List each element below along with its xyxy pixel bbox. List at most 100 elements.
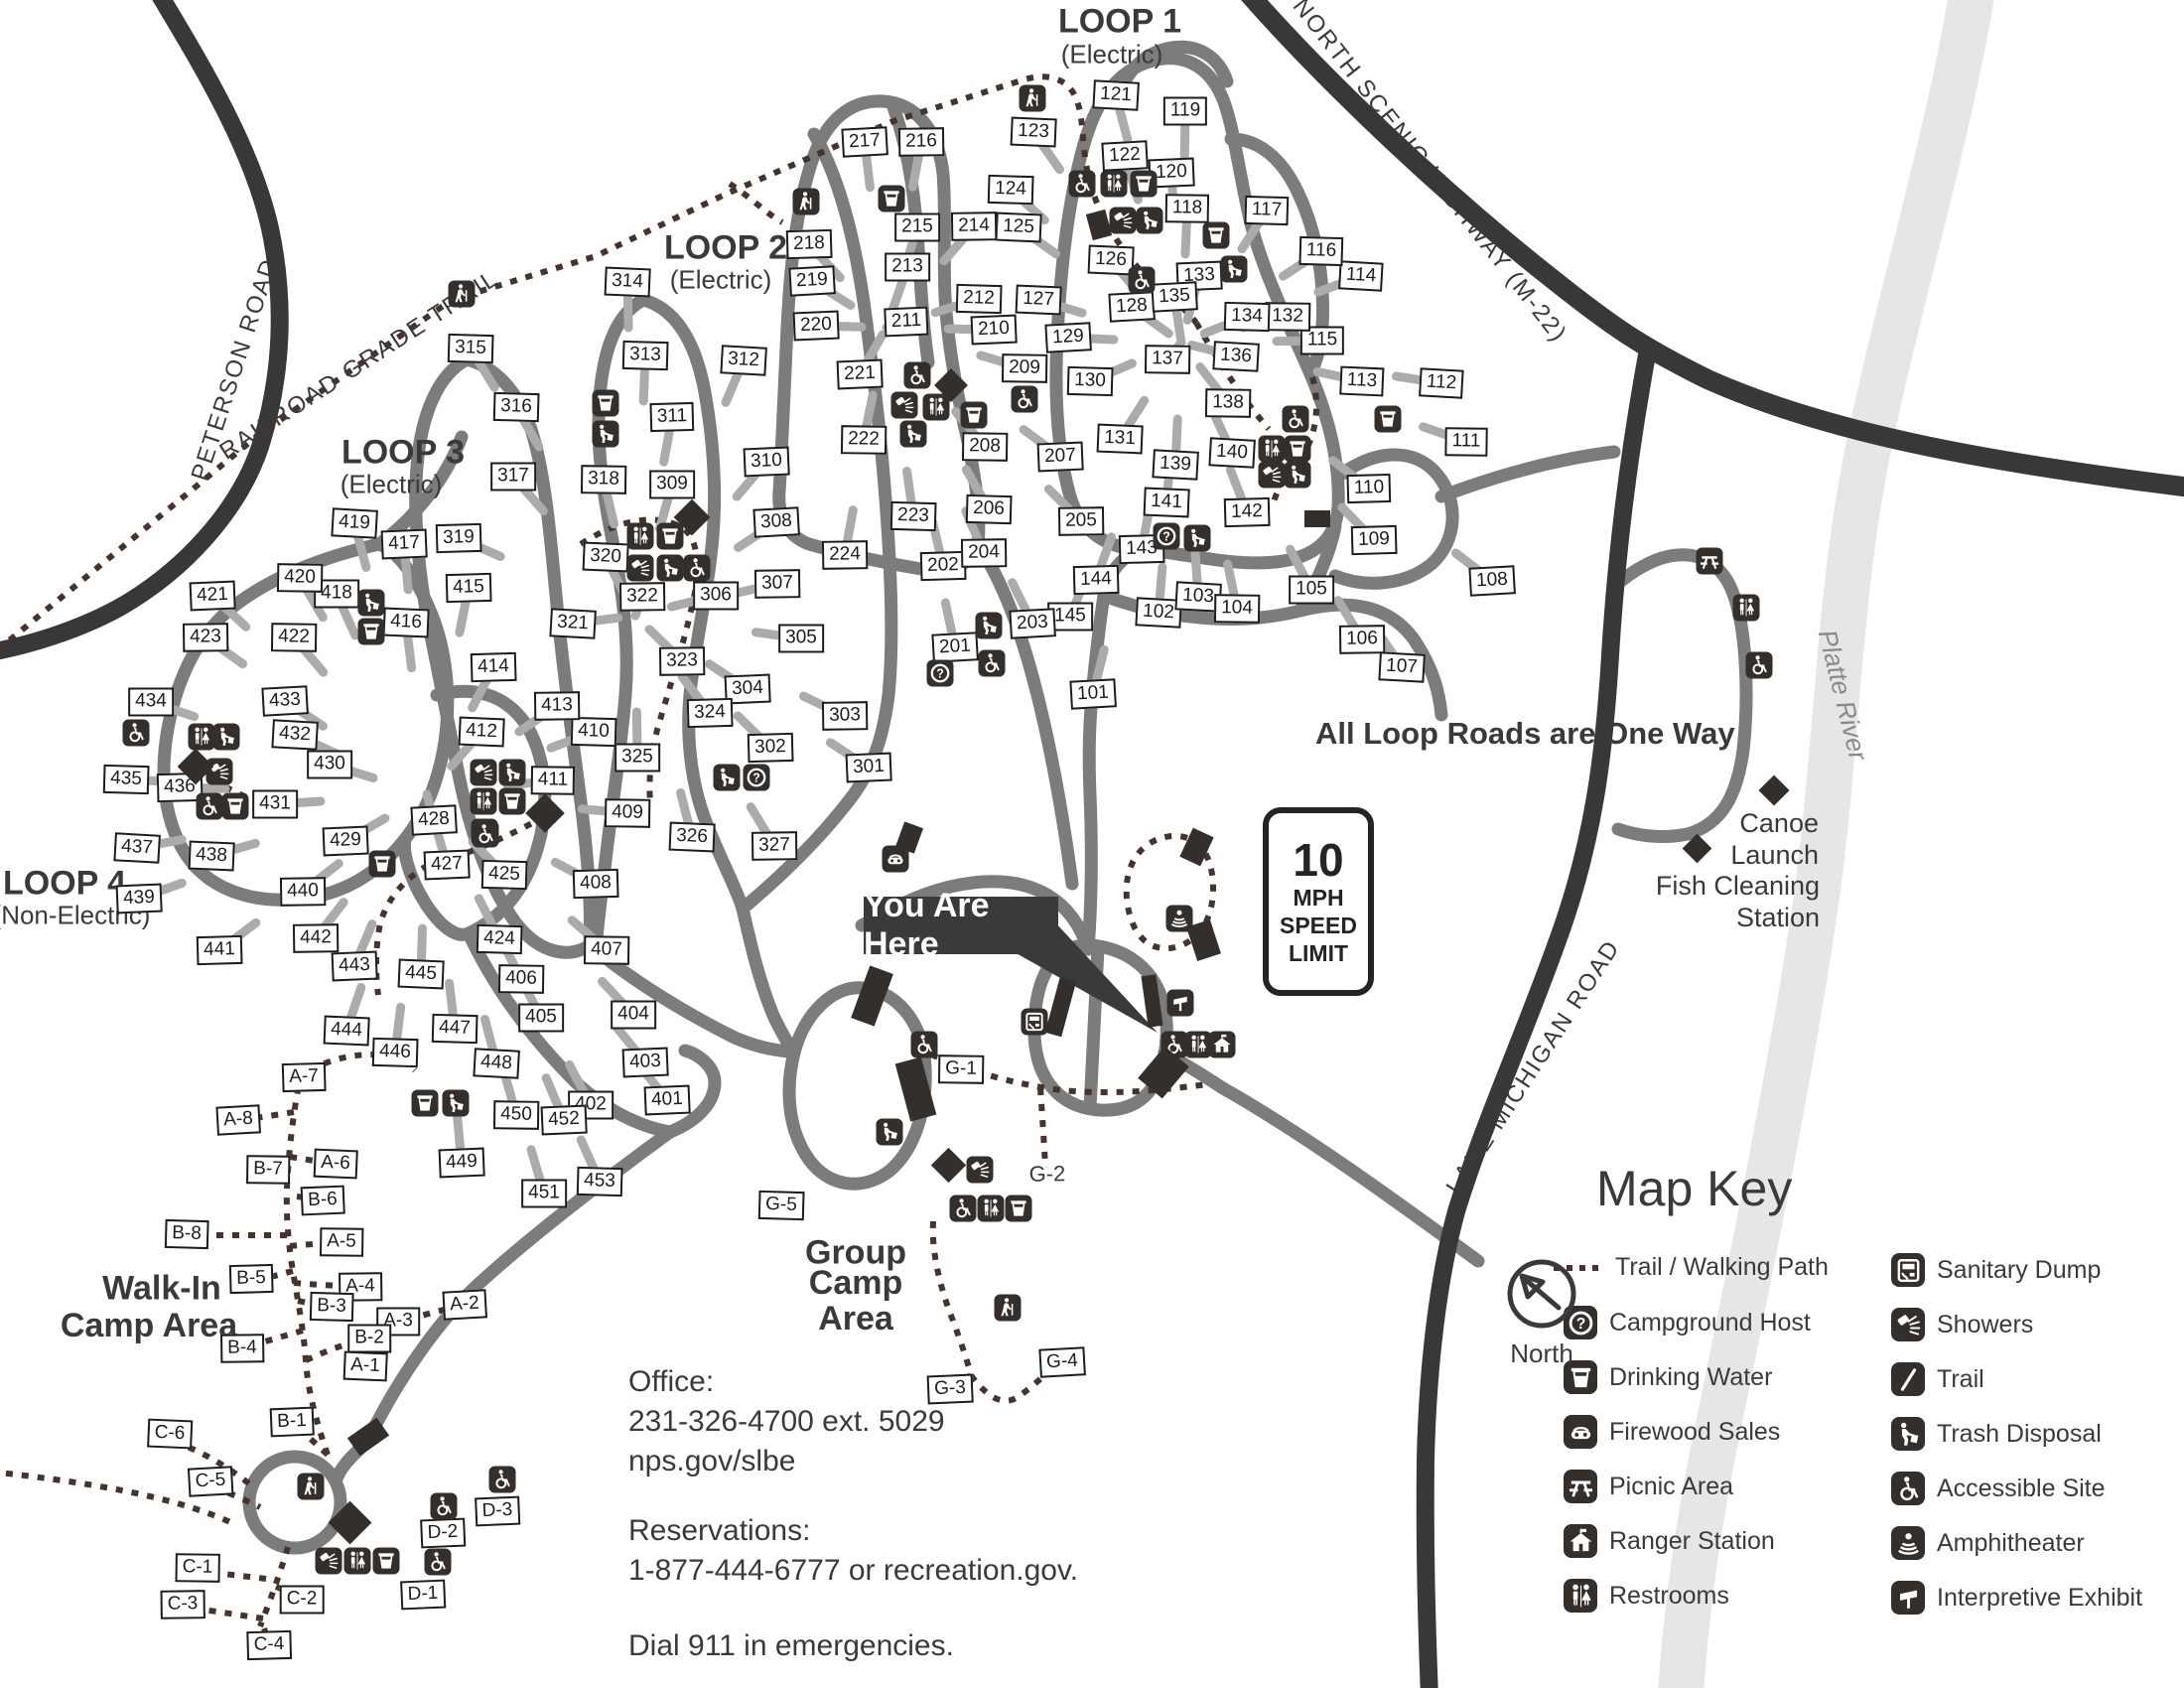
site-452: 452 bbox=[540, 1104, 588, 1136]
site-129: 129 bbox=[1044, 322, 1092, 353]
site-D-2: D-2 bbox=[420, 1517, 466, 1549]
site-124: 124 bbox=[987, 174, 1034, 206]
site-202: 202 bbox=[919, 550, 967, 582]
water-icon bbox=[960, 401, 988, 429]
restrooms-icon bbox=[626, 522, 654, 550]
site-144: 144 bbox=[1072, 564, 1120, 596]
site-206: 206 bbox=[965, 493, 1013, 525]
legend-trail: Trail bbox=[1891, 1362, 1984, 1396]
legend-restrooms: Restrooms bbox=[1564, 1579, 1729, 1613]
legend-label: Trail bbox=[1937, 1364, 1984, 1393]
site-223: 223 bbox=[889, 500, 937, 532]
trash-icon bbox=[899, 420, 927, 448]
site-A-1: A-1 bbox=[342, 1350, 388, 1382]
peterson-road bbox=[0, 0, 289, 660]
site-201: 201 bbox=[931, 632, 979, 663]
legend-firewood: Firewood Sales bbox=[1564, 1415, 1780, 1449]
site-408: 408 bbox=[572, 868, 619, 900]
site-311: 311 bbox=[649, 401, 695, 433]
legend-label: Accessible Site bbox=[1937, 1474, 2106, 1502]
restrooms-icon bbox=[470, 787, 497, 815]
site-142: 142 bbox=[1223, 496, 1271, 528]
accessible-icon bbox=[1068, 170, 1096, 198]
trash-icon bbox=[1220, 255, 1248, 283]
site-B-7: B-7 bbox=[246, 1155, 290, 1185]
north-indicator: North bbox=[1504, 1256, 1579, 1369]
site-429: 429 bbox=[322, 825, 369, 857]
hiker-icon bbox=[448, 280, 476, 308]
site-326: 326 bbox=[668, 821, 716, 853]
trash-icon bbox=[592, 420, 619, 448]
water-icon bbox=[357, 618, 385, 645]
accessible-icon bbox=[949, 1195, 977, 1222]
site-438: 438 bbox=[188, 840, 235, 872]
site-434: 434 bbox=[128, 687, 174, 717]
water-icon bbox=[372, 1547, 400, 1575]
trash-icon bbox=[1183, 524, 1211, 552]
legend-label: Picnic Area bbox=[1609, 1472, 1734, 1500]
site-404: 404 bbox=[611, 1000, 656, 1030]
site-425: 425 bbox=[480, 859, 528, 891]
site-A-5: A-5 bbox=[320, 1227, 363, 1257]
site-440: 440 bbox=[279, 877, 327, 907]
trash-icon bbox=[1136, 207, 1163, 234]
accessible-icon bbox=[1128, 266, 1156, 294]
site-324: 324 bbox=[686, 697, 734, 729]
site-401: 401 bbox=[643, 1084, 691, 1116]
site-110: 110 bbox=[1346, 473, 1392, 504]
legend-label: Firewood Sales bbox=[1609, 1417, 1781, 1446]
platte-river bbox=[1658, 0, 1994, 1688]
site-123: 123 bbox=[1010, 116, 1057, 148]
site-430: 430 bbox=[307, 750, 352, 779]
site-135: 135 bbox=[1151, 281, 1198, 313]
hiker-icon bbox=[297, 1473, 325, 1500]
trail-path-swatch bbox=[1554, 1264, 1601, 1271]
water-icon bbox=[1202, 221, 1230, 249]
firewood-icon bbox=[1564, 1415, 1597, 1449]
site-117: 117 bbox=[1244, 195, 1290, 226]
group-subtitle: Camp Area bbox=[808, 1264, 903, 1337]
accessible-icon bbox=[1745, 651, 1773, 679]
speed-value: 10 bbox=[1293, 834, 1344, 886]
legend-trail-walking-path: Trail / Walking Path bbox=[1552, 1253, 1829, 1282]
water-icon bbox=[221, 792, 249, 820]
trash-icon bbox=[442, 1089, 470, 1117]
showers-icon bbox=[966, 1156, 994, 1184]
accessible-icon bbox=[122, 719, 150, 747]
accessible-icon bbox=[978, 649, 1006, 677]
site-109: 109 bbox=[1350, 524, 1398, 556]
site-213: 213 bbox=[885, 252, 930, 282]
site-320: 320 bbox=[582, 541, 629, 573]
site-209: 209 bbox=[1001, 353, 1048, 383]
picnic-icon bbox=[1564, 1470, 1597, 1503]
site-141: 141 bbox=[1143, 487, 1190, 518]
site-450: 450 bbox=[492, 1100, 540, 1130]
hiker-icon bbox=[1019, 84, 1046, 112]
site-443: 443 bbox=[331, 950, 378, 982]
ranger-icon bbox=[1564, 1524, 1597, 1558]
restrooms-icon bbox=[922, 393, 950, 421]
site-220: 220 bbox=[792, 310, 840, 342]
showers-icon bbox=[890, 391, 918, 419]
site-C-4: C-4 bbox=[246, 1629, 292, 1661]
legend-label: Trash Disposal bbox=[1937, 1419, 2102, 1448]
site-134: 134 bbox=[1223, 301, 1271, 333]
restrooms-icon bbox=[977, 1195, 1005, 1222]
site-427: 427 bbox=[423, 849, 471, 881]
site-447: 447 bbox=[431, 1013, 478, 1045]
site-421: 421 bbox=[189, 580, 236, 612]
site-114: 114 bbox=[1338, 260, 1384, 292]
site-106: 106 bbox=[1338, 625, 1386, 654]
site-G-4: G-4 bbox=[1038, 1346, 1086, 1378]
legend-label: Campground Host bbox=[1609, 1308, 1811, 1336]
building-marker bbox=[1304, 509, 1330, 527]
site-444: 444 bbox=[323, 1015, 370, 1047]
site-D-1: D-1 bbox=[400, 1579, 446, 1611]
site-D-3: D-3 bbox=[475, 1495, 520, 1527]
trash-icon bbox=[975, 612, 1003, 639]
trash-icon bbox=[656, 554, 684, 582]
site-448: 448 bbox=[473, 1048, 520, 1079]
showers-icon bbox=[1891, 1308, 1925, 1341]
site-411: 411 bbox=[530, 766, 576, 795]
